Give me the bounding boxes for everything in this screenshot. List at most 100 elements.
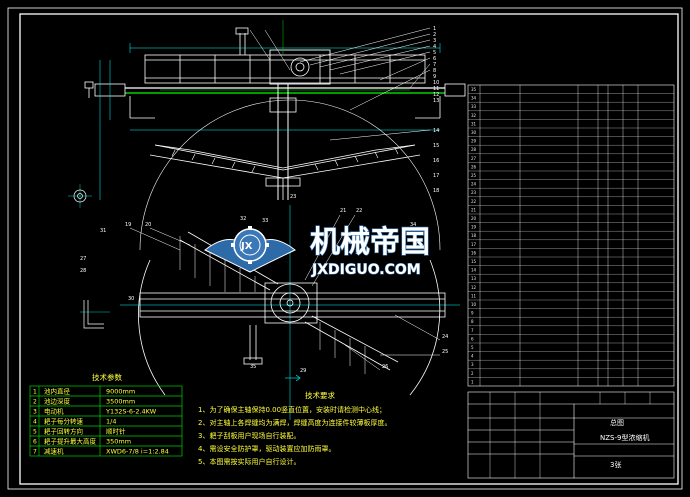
spec-row-label: 耙子提升最大高度 [44, 437, 97, 446]
callout-number: 31 [100, 228, 106, 234]
spec-row-label: 减速机 [44, 447, 64, 456]
bom-row-number: 13 [471, 276, 477, 281]
bom-row-number: 29 [471, 139, 477, 144]
spec-row-label: 池边深度 [44, 397, 71, 406]
bom-row-number: 8 [471, 319, 474, 324]
bom-row-number: 21 [471, 207, 477, 212]
callout-number: 14 [433, 128, 439, 134]
callout-number: 3 [433, 38, 436, 44]
title-block [467, 391, 675, 479]
bom-row-number: 35 [471, 87, 477, 92]
bom-row-number: 22 [471, 199, 477, 204]
watermark: JX 机械帝国 JXDIGUO.COM [204, 224, 431, 279]
spec-row-number: 4 [33, 419, 37, 426]
tech-note-item: 4、需设安全防护罩，驱动装置应加防雨罩。 [198, 444, 335, 453]
watermark-logo-letters: JX [240, 241, 253, 252]
watermark-logo: JX [204, 226, 296, 273]
bom-row-number: 1 [471, 379, 474, 384]
bom-row-number: 18 [471, 233, 477, 238]
title-block-drawing-title: 总图 [610, 418, 624, 427]
title-block-sheet: 3张 [610, 460, 621, 469]
callout-number: 6 [433, 56, 436, 62]
callout-number: 23 [290, 194, 296, 200]
callout-number: 22 [356, 208, 362, 214]
spec-row-number: 2 [33, 399, 37, 406]
spec-row-label: 耙子回转方向 [44, 427, 83, 436]
bom-row-number: 30 [471, 130, 477, 135]
callout-number: 20 [145, 222, 151, 228]
callout-number: 12 [433, 92, 439, 98]
tech-notes: 技术要求 1、为了确保主轴保持0.00竖直位置，安装时请检测中心线； 2、对主轴上… [198, 390, 391, 466]
spec-row-value: 9000mm [106, 388, 135, 396]
spec-table-title: 技术参数 [92, 372, 122, 382]
bom-row-number: 23 [471, 190, 477, 195]
callout-number: 35 [250, 364, 256, 370]
callout-number: 33 [262, 218, 268, 224]
elevation-view [84, 20, 466, 200]
bom-row-number: 34 [471, 96, 477, 101]
drawing-frame [7, 7, 683, 490]
callout-number: 32 [240, 216, 246, 222]
bom-row-number: 3 [471, 362, 474, 367]
callout-number: 17 [433, 173, 439, 179]
callout-number: 4 [433, 44, 436, 50]
callout-number: 28 [80, 268, 86, 274]
callout-number: 2 [433, 32, 436, 38]
callout-number: 13 [433, 98, 439, 104]
bom-row-number: 19 [471, 225, 477, 230]
bom-row-number: 32 [471, 113, 477, 118]
bom-row-number: 14 [471, 268, 477, 273]
side-detail-circle [68, 184, 92, 208]
watermark-en: JXDIGUO.COM [311, 262, 421, 278]
callout-number: 34 [410, 222, 416, 228]
bom-row-number: 4 [471, 354, 474, 359]
tech-notes-title: 技术要求 [305, 390, 335, 400]
spec-row-number: 3 [33, 409, 37, 416]
callout-number: 7 [433, 62, 436, 68]
spec-row-label: 池内直径 [44, 387, 71, 396]
callout-number: 1 [433, 26, 436, 32]
tech-note-item: 5、本图需按实际用户自行设计。 [198, 457, 300, 466]
bom-row-number: 9 [471, 311, 474, 316]
watermark-cn: 机械帝国 [310, 225, 430, 260]
spec-row-number: 1 [33, 389, 37, 396]
spec-row-number: 7 [33, 449, 37, 456]
bom-row-number: 24 [471, 182, 477, 187]
bom-row-number: 2 [471, 371, 474, 376]
callout-number: 25 [442, 349, 448, 355]
bom-row-number: 16 [471, 250, 477, 255]
callout-number: 27 [80, 256, 86, 262]
tech-note-item: 2、对主轴上各焊缝均为满焊，焊缝高度为连接件较薄板厚度。 [198, 418, 391, 427]
title-block-machine-name: NZS-9型浓缩机 [600, 433, 649, 442]
bom-row-number: 10 [471, 302, 477, 307]
spec-row-value: 3500mm [106, 398, 135, 406]
callout-number: 10 [433, 80, 439, 86]
callout-number: 15 [433, 143, 439, 149]
callout-number: 8 [433, 68, 436, 74]
callout-number: 16 [433, 158, 439, 164]
tech-note-item: 1、为了确保主轴保持0.00竖直位置，安装时请检测中心线； [198, 405, 386, 414]
spec-row-number: 5 [33, 429, 37, 436]
bom-row-number: 33 [471, 104, 477, 109]
bom-table: 3534333231302928272625242322212019181716… [467, 84, 675, 387]
callout-number: 18 [433, 188, 439, 194]
spec-row-value: Y132S-6-2.4KW [105, 408, 157, 416]
bom-row-number: 26 [471, 164, 477, 169]
callout-number: 21 [340, 208, 346, 214]
bom-row-number: 5 [471, 345, 474, 350]
callout-number: 11 [433, 86, 439, 92]
bom-row-number: 25 [471, 173, 477, 178]
tech-note-item: 3、耙子刮板用户现场自行装配。 [198, 431, 300, 440]
bom-row-number: 12 [471, 285, 477, 290]
callout-number: 30 [128, 296, 134, 302]
bom-row-number: 20 [471, 216, 477, 221]
spec-row-value: 1/4 [106, 418, 116, 426]
callout-number: 5 [433, 50, 436, 56]
bom-row-number: 28 [471, 147, 477, 152]
bom-row-number: 6 [471, 336, 474, 341]
bom-row-number: 11 [471, 293, 477, 298]
bom-row-number: 31 [471, 121, 477, 126]
